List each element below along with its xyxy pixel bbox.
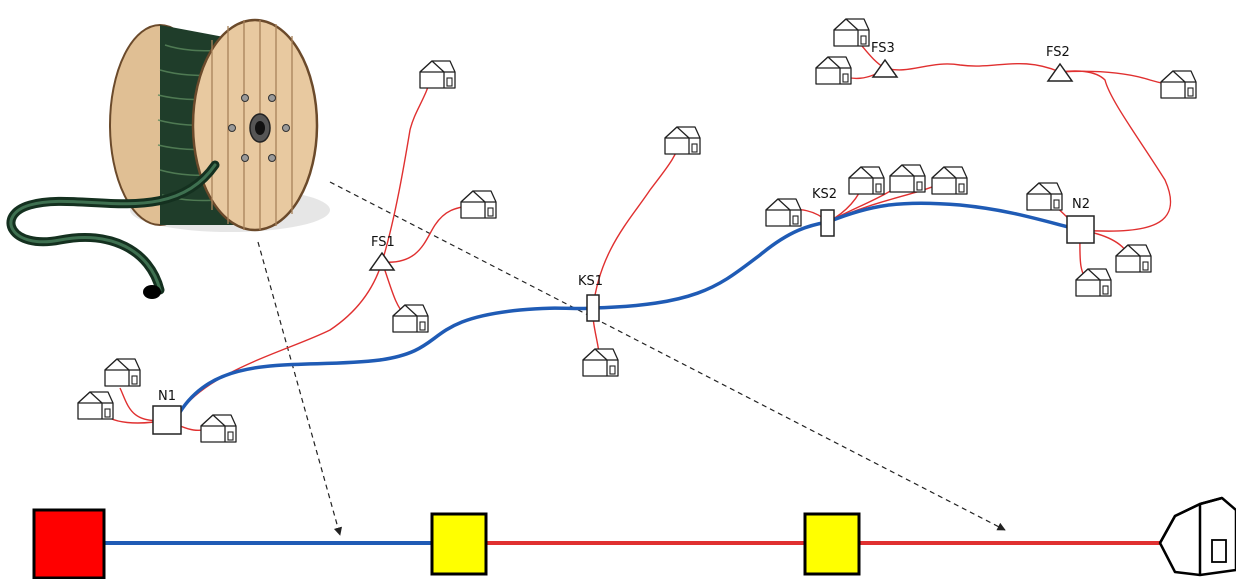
- node-n1-label: N1: [158, 389, 176, 404]
- house-icon: [104, 358, 141, 387]
- callout-arrow-network: [329, 181, 1006, 531]
- joint-ks1-label: KS1: [578, 274, 603, 289]
- network-nodes: N1 FS1 KS1 KS2 N2 FS2 FS3: [152, 41, 1095, 435]
- schematic-junction[interactable]: [803, 512, 861, 576]
- callout-arrow-drum: [257, 241, 343, 536]
- house-icon: [889, 164, 926, 193]
- cable-drum-icon: [6, 18, 330, 299]
- house-icon: [1026, 182, 1063, 211]
- house-icon: [460, 190, 497, 219]
- house-icon: [1075, 268, 1112, 297]
- joint-ks2-label: KS2: [812, 187, 837, 202]
- splice-fs2-label: FS2: [1046, 45, 1070, 60]
- house-icon: [1160, 70, 1197, 99]
- node-n2-box[interactable]: [1066, 215, 1095, 244]
- house-icon: [765, 198, 802, 227]
- schematic-junction[interactable]: [430, 512, 488, 576]
- trunk-cable: [178, 201, 1081, 413]
- node-n2-label: N2: [1072, 197, 1090, 212]
- house-icon: [77, 391, 114, 420]
- house-icon: [815, 56, 852, 85]
- joint-ks1-box[interactable]: [586, 294, 600, 322]
- joint-ks2-box[interactable]: [820, 209, 835, 237]
- splice-fs2-triangle[interactable]: [1046, 62, 1074, 82]
- house-icon: [664, 126, 701, 155]
- house-icon: [582, 348, 619, 377]
- house-icon: [1115, 244, 1152, 273]
- schematic-head-end[interactable]: [32, 508, 106, 579]
- node-n1-box[interactable]: [152, 405, 182, 435]
- house-icon: [833, 18, 870, 47]
- house-icon: [392, 304, 429, 333]
- splice-fs3-triangle[interactable]: [871, 58, 899, 78]
- splice-fs3-label: FS3: [871, 41, 895, 56]
- schematic-house-icon[interactable]: [1158, 496, 1236, 577]
- house-icon: [848, 166, 885, 195]
- callout-arrows: [257, 181, 1006, 536]
- schematic-line: [32, 496, 1236, 579]
- house-icon: [419, 60, 456, 89]
- house-icon: [931, 166, 968, 195]
- house-icon: [200, 414, 237, 443]
- splice-fs1-label: FS1: [371, 235, 395, 250]
- splice-fs1-triangle[interactable]: [368, 251, 396, 271]
